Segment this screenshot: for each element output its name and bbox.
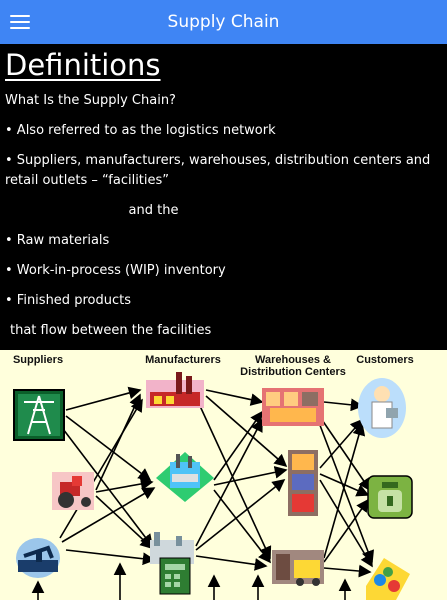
tractor-icon [52, 472, 94, 510]
and-the-text: and the [128, 203, 179, 218]
warehouse-icon [262, 388, 324, 426]
distribution-center-icon [288, 450, 318, 516]
supply-chain-diagram: Suppliers Manufacturers Warehouses & Dis… [0, 350, 447, 600]
oil-pump-icon [16, 538, 60, 578]
question-text: What Is the Supply Chain? [5, 93, 176, 108]
plant-icon [156, 452, 214, 502]
column-warehouses: Warehouses & Distribution Centers [233, 354, 353, 378]
app-title: Supply Chain [167, 12, 280, 32]
column-manufacturers: Manufacturers [145, 354, 221, 366]
flow-text: that flow between the facilities [10, 323, 212, 338]
hamburger-menu-icon[interactable] [8, 10, 32, 34]
diagram-graphics [13, 372, 413, 600]
bullet-logistics: • Also referred to as the logistics netw… [5, 123, 276, 138]
doctor-customer-icon [358, 378, 406, 438]
bullet-raw-materials: • Raw materials [5, 233, 110, 248]
app-bar: Supply Chain [0, 0, 447, 44]
pharmacy-customer-icon [367, 475, 413, 519]
bullet-finished-products: • Finished products [5, 293, 131, 308]
factory-icon [146, 372, 204, 408]
retail-goods-icon [366, 558, 410, 600]
column-warehouses-line1: Warehouses & [254, 354, 331, 366]
power-tower-icon [13, 389, 65, 441]
definitions-content: Definitions What Is the Supply Chain? • … [0, 44, 447, 350]
storage-icon [272, 550, 324, 586]
production-facility-icon [150, 532, 194, 595]
bullet-wip: • Work-in-process (WIP) inventory [5, 263, 226, 278]
column-customers: Customers [356, 354, 414, 366]
bullet-facilities: • Suppliers, manufacturers, warehouses, … [5, 153, 431, 188]
column-suppliers: Suppliers [12, 354, 64, 366]
flow-arrows [31, 386, 375, 600]
column-warehouses-line2: Distribution Centers [240, 366, 346, 378]
page-heading: Definitions [5, 48, 161, 82]
